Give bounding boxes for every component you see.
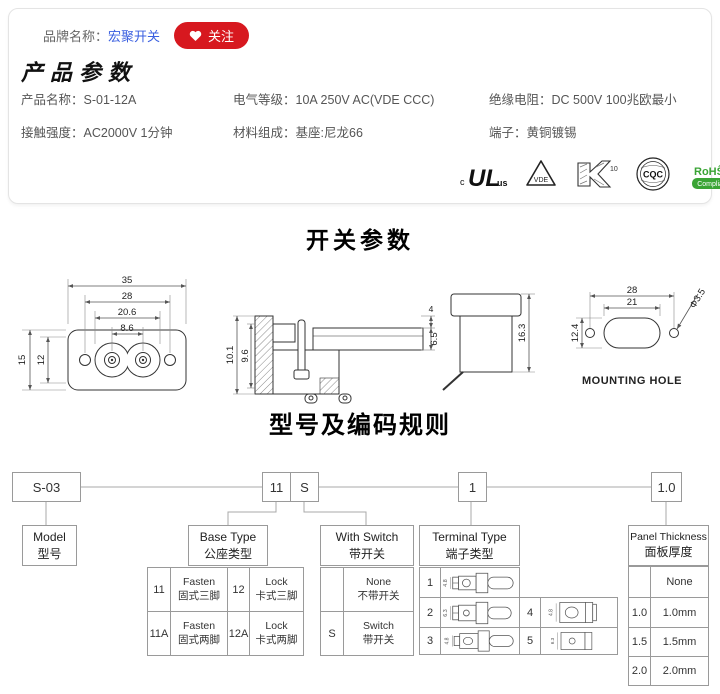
svg-text:Compliant: Compliant bbox=[697, 181, 720, 188]
rohs-cert-icon: RoHS Compliant bbox=[692, 164, 720, 189]
svg-text:6.3: 6.3 bbox=[443, 609, 449, 616]
param-contact-strength: 接触强度：AC2000V 1分钟 bbox=[21, 126, 173, 140]
switch-code-cell bbox=[320, 567, 344, 612]
code-box-model: S-03 bbox=[12, 472, 81, 502]
certification-marks: c UL us VDE 10 CQC RoHS bbox=[456, 155, 720, 193]
svg-text:8.6: 8.6 bbox=[120, 323, 133, 334]
terminal-drawing-3: 4.8 bbox=[440, 627, 520, 655]
coding-connector-lines bbox=[45, 486, 667, 525]
svg-text:MOUNTING HOLE: MOUNTING HOLE bbox=[582, 375, 682, 387]
terminal-code-cell: 4 bbox=[519, 597, 541, 628]
param-material: 材料组成：基座:尼龙66 bbox=[233, 126, 363, 140]
panel-code-cell: 2.0 bbox=[628, 656, 651, 686]
product-params-title: 产品参数 bbox=[21, 60, 138, 86]
vde-cert-icon: VDE bbox=[526, 160, 556, 186]
svg-text:21: 21 bbox=[627, 297, 638, 308]
brand-row: 品牌名称： 宏聚开关 关注 bbox=[43, 22, 250, 49]
panel-code-cell bbox=[628, 566, 651, 598]
follow-button[interactable]: 关注 bbox=[174, 22, 250, 49]
svg-text:12.4: 12.4 bbox=[570, 324, 581, 343]
terminal-code-cell: 3 bbox=[419, 627, 441, 655]
side-view-drawing: 10.1 9.6 4 6.5 bbox=[225, 304, 440, 404]
param-insulation-resistance: 绝缘电阻：DC 500V 100兆欧最小 bbox=[489, 93, 677, 107]
param-electrical-rating: 电气等级：10A 250V AC(VDE CCC) bbox=[233, 93, 435, 107]
terminal-drawing-1: 4.8 bbox=[440, 567, 520, 598]
svg-text:35: 35 bbox=[122, 275, 133, 286]
svg-text:10: 10 bbox=[610, 166, 618, 173]
terminal-drawing-5: 6.3 bbox=[540, 627, 618, 655]
switch-params-title: 开关参数 bbox=[306, 227, 414, 253]
terminal-code-cell: 1 bbox=[419, 567, 441, 598]
cqc-cert-icon: CQC bbox=[636, 157, 670, 191]
svg-text:VDE: VDE bbox=[534, 177, 549, 184]
svg-text:4.8: 4.8 bbox=[443, 579, 449, 586]
ul-cert-icon: c UL us bbox=[460, 165, 508, 192]
terminal-drawing-4: 4.8 bbox=[540, 597, 618, 628]
terminal-code-cell: 5 bbox=[519, 627, 541, 655]
svg-text:10.1: 10.1 bbox=[225, 346, 236, 365]
svg-text:Φ3.5: Φ3.5 bbox=[688, 287, 708, 310]
param-terminal: 端子：黄铜镀锡 bbox=[489, 126, 577, 140]
panel-value-cell: 1.5mm bbox=[650, 627, 709, 657]
svg-text:4.8: 4.8 bbox=[445, 637, 451, 644]
svg-text:4: 4 bbox=[429, 304, 434, 314]
follow-label: 关注 bbox=[208, 29, 235, 44]
svg-text:20.6: 20.6 bbox=[118, 307, 137, 318]
svg-text:12: 12 bbox=[36, 355, 47, 366]
brand-label: 品牌名称： bbox=[43, 29, 109, 44]
svg-text:CQC: CQC bbox=[643, 170, 664, 180]
panel-code-cell: 1.0 bbox=[628, 597, 651, 628]
base-code-cell: 12A bbox=[227, 611, 250, 656]
svg-text:6.3: 6.3 bbox=[550, 637, 555, 644]
brand-link[interactable]: 宏聚开关 bbox=[108, 29, 161, 44]
base-code-cell: 11 bbox=[147, 567, 171, 612]
svg-text:us: us bbox=[497, 178, 508, 188]
svg-text:4.8: 4.8 bbox=[548, 609, 554, 616]
terminal-code-cell: 2 bbox=[419, 597, 441, 628]
base-code-cell: 12 bbox=[227, 567, 250, 612]
svg-text:UL: UL bbox=[468, 165, 500, 192]
base-code-cell: 11A bbox=[147, 611, 171, 656]
terminal-drawing-2: 6.3 bbox=[440, 597, 520, 628]
product-info-card: 品牌名称： 宏聚开关 关注 产品参数 产品名称：S-01-12A 电气等级：10… bbox=[8, 8, 720, 204]
svg-text:15: 15 bbox=[17, 355, 28, 366]
svg-text:9.6: 9.6 bbox=[240, 349, 251, 362]
svg-text:6.5: 6.5 bbox=[429, 332, 440, 345]
panel-value-cell: None bbox=[650, 566, 709, 598]
coding-rules-title: 型号及编码规则 bbox=[269, 412, 451, 439]
rear-view-drawing: 16.3 bbox=[442, 293, 535, 391]
code-box-terminal: 1 bbox=[458, 472, 487, 502]
mounting-hole-drawing: 28 21 12.4 Φ3.5 MOUNTING HOLE bbox=[570, 285, 708, 387]
svg-text:c: c bbox=[460, 177, 465, 187]
switch-code-cell: S bbox=[320, 611, 344, 656]
svg-text:28: 28 bbox=[627, 285, 638, 296]
kmark-cert-icon: 10 bbox=[577, 160, 618, 188]
svg-text:28: 28 bbox=[122, 291, 133, 302]
code-box-switch: S bbox=[290, 472, 319, 502]
svg-text:RoHS: RoHS bbox=[694, 166, 720, 178]
panel-code-cell: 1.5 bbox=[628, 627, 651, 657]
panel-value-cell: 2.0mm bbox=[650, 656, 709, 686]
front-view-drawing: 35 28 20.6 8.6 15 12 bbox=[17, 275, 187, 391]
heart-icon bbox=[189, 30, 202, 41]
panel-value-cell: 1.0mm bbox=[650, 597, 709, 628]
param-product-name: 产品名称：S-01-12A bbox=[21, 93, 137, 107]
code-box-panel: 1.0 bbox=[651, 472, 682, 502]
svg-text:16.3: 16.3 bbox=[517, 324, 528, 343]
code-box-base: 11 bbox=[262, 472, 291, 502]
